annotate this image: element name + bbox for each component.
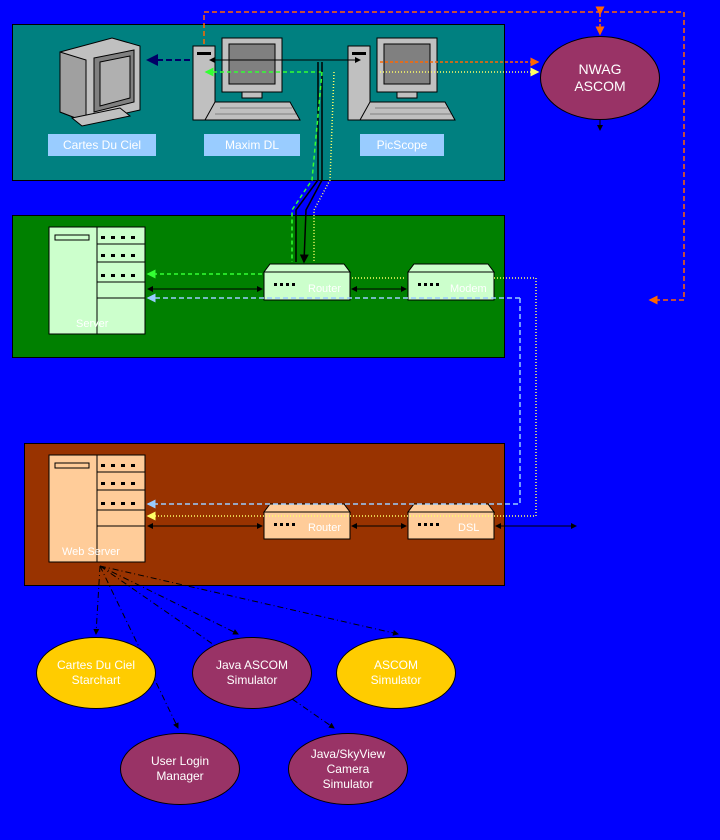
link-ws-router-a [299,62,323,264]
cartes-starchart-node: Cartes Du Ciel Starchart [36,637,156,709]
picscope-label: PicScope [360,134,444,156]
computer-icon-maxim [192,37,301,121]
link-ws-router-green [291,71,323,262]
modem-label: Modem [450,283,487,295]
link-ws-router-yellow [313,71,335,262]
computer-icon-picscope [347,37,456,121]
link-blue-down [146,298,521,509]
monitor-icon-cartes [59,37,141,127]
router-label-mid: Router [308,283,342,295]
link-ws-skyview [99,565,335,729]
server-tower-icon [48,226,146,335]
user-login-manager-node: User Login Manager [120,733,240,805]
link-ws-router-b [295,62,319,262]
link-ws-starchart [93,565,101,635]
link-ws-javaascom [99,565,239,635]
web-server-label: Web Server [62,546,120,558]
link-ws-login [99,565,179,729]
nwag-ascom-node: NWAG ASCOM [540,36,660,120]
orange-loop [203,11,685,305]
web-server-tower-icon [48,454,146,563]
modem-icon-mid [407,263,495,301]
server-label: Server [76,318,109,330]
java-ascom-simulator-node: Java ASCOM Simulator [192,637,312,709]
router-icon-mid [263,263,351,301]
router-label-bottom: Router [308,522,342,534]
ascom-simulator-node: ASCOM Simulator [336,637,456,709]
maxim-dl-label: Maxim DL [204,134,300,156]
link-yellow-down [146,277,537,521]
dsl-label: DSL [458,522,480,534]
skyview-camera-simulator-node: Java/SkyView Camera Simulator [288,733,408,805]
link-ws-ascomsim [99,565,399,636]
cartes-du-ciel-label: Cartes Du Ciel [48,134,156,156]
